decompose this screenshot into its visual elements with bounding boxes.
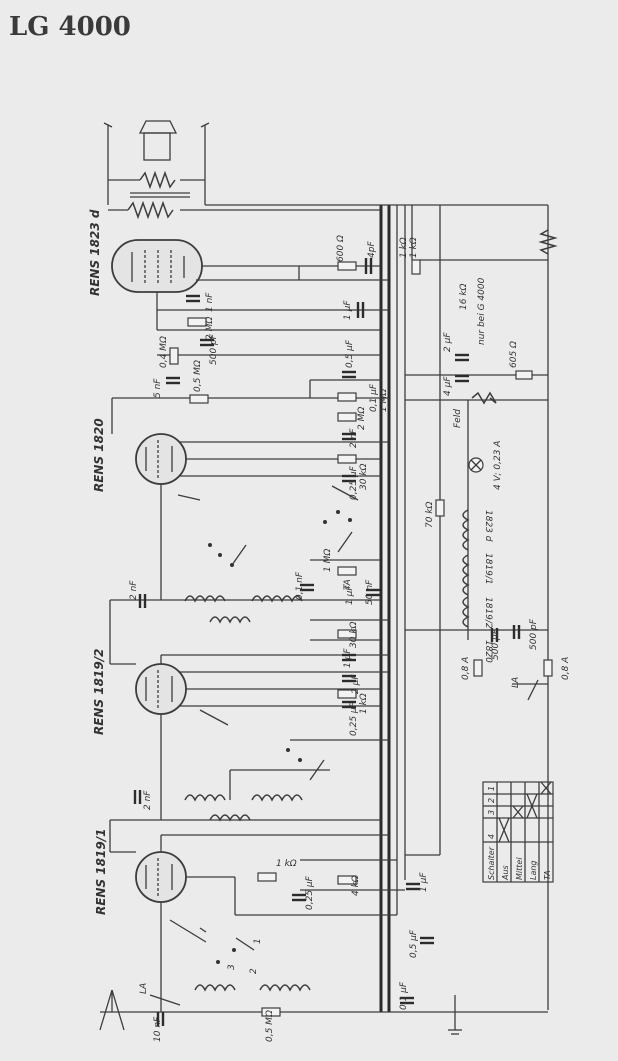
label-c-01uf-b: 0,1 μF bbox=[399, 981, 409, 1010]
label-ta: TA bbox=[343, 579, 353, 590]
switch-table-col-3: 3 bbox=[487, 810, 496, 815]
label-feld: Feld bbox=[453, 409, 463, 428]
label-r-2m-b: 2 MΩ bbox=[357, 407, 367, 430]
switch-table-row-mittel: Mittel bbox=[515, 857, 524, 880]
label-r-1k-b: 1 kΩ bbox=[409, 237, 419, 258]
output-transformer bbox=[108, 170, 381, 220]
label-sw-2: 2 bbox=[249, 968, 259, 974]
capacitors bbox=[133, 258, 521, 1026]
label-c-01nf: 0,1 nF bbox=[295, 571, 305, 600]
label-c-1uf-a: 1 μF bbox=[343, 300, 353, 320]
switch-table-col-1: 1 bbox=[487, 786, 496, 791]
label-la-b: LA bbox=[139, 983, 149, 994]
tube-rens-1819-2 bbox=[135, 663, 187, 715]
tube-rens-1823d bbox=[111, 239, 203, 293]
label-c-05uf-a: 0,5 μF bbox=[345, 339, 355, 368]
component-labels: 600 Ω 1 kΩ 1 kΩ 4pF 1 μF 1 nF 2 MΩ 500 p… bbox=[129, 235, 571, 1042]
label-c-2nf-c: 2 nF bbox=[143, 790, 153, 810]
switch-table-col-4: 4 bbox=[487, 834, 496, 839]
tube-label-1820: RENS 1820 bbox=[92, 418, 106, 492]
switch-table-col-2: 2 bbox=[487, 798, 496, 803]
label-c-1uf-b: 1 μF bbox=[345, 585, 355, 605]
label-r-16k: 16 kΩ bbox=[459, 283, 469, 310]
label-c-10nf: 10 nF bbox=[153, 1016, 163, 1042]
label-c-50nf: 50 nF bbox=[365, 579, 375, 605]
label-r-05m-b: 0,5 MΩ bbox=[265, 1010, 275, 1042]
label-c-2nf-b: 2 nF bbox=[129, 580, 139, 600]
label-c-1uf-d: 1 μF bbox=[419, 872, 429, 892]
tube-label-1823d: RENS 1823 d bbox=[88, 209, 102, 296]
label-c-2uf: 2 μF bbox=[351, 674, 361, 694]
tube-label-1819-2: RENS 1819/2 bbox=[92, 649, 106, 735]
label-r-1k-a: 1 kΩ bbox=[399, 237, 409, 258]
label-c-1uf-c: 1 μF bbox=[343, 648, 353, 668]
label-coil-1820: 1820 bbox=[483, 640, 493, 663]
switch-table-row-ta: TA bbox=[543, 870, 552, 880]
label-c-01uf: 0,1 μF bbox=[369, 383, 379, 412]
label-coil-1823: 1823 d bbox=[483, 510, 493, 542]
resistors bbox=[169, 259, 553, 1017]
label-c-1nf-a: 1 nF bbox=[205, 292, 215, 312]
label-c-4pf: 4pF bbox=[367, 241, 377, 258]
label-coil-1819-1: 1819/1 bbox=[483, 553, 493, 585]
label-r-600: 600 Ω bbox=[336, 235, 346, 262]
switch-table-header: Schalter bbox=[487, 846, 496, 880]
label-c-025uf-a: 0,25 μF bbox=[349, 465, 359, 500]
label-c-2nf-a: 2 nF bbox=[349, 428, 359, 448]
label-la-a: LA bbox=[511, 677, 521, 688]
label-fuse-b: 0,8 A bbox=[561, 657, 571, 680]
label-nur-bei: nur bei G 4000 bbox=[477, 277, 487, 345]
coils bbox=[184, 229, 558, 992]
label-c-500pf-a: 500 pF bbox=[209, 333, 219, 365]
label-c-025uf-c: 0,25 μF bbox=[305, 875, 315, 910]
speaker bbox=[103, 120, 210, 205]
label-r-70k: 70 kΩ bbox=[425, 501, 435, 528]
label-r-1m-b: 1 MΩ bbox=[323, 549, 333, 572]
ground-symbol bbox=[448, 995, 462, 1035]
label-lamp: 4 V; 0,23 A bbox=[493, 441, 503, 490]
label-fuse-a: 0,8 A bbox=[461, 657, 471, 680]
label-r-2m-a: 2 MΩ bbox=[205, 317, 215, 340]
label-r-1k-c: 1 kΩ bbox=[359, 693, 369, 714]
label-c-025uf-b: 0,25 μF bbox=[349, 701, 359, 736]
label-c-500uf: 500 μF bbox=[491, 628, 501, 660]
page-title: LG 4000 bbox=[9, 12, 131, 42]
label-sw-3: 3 bbox=[227, 964, 237, 970]
switches bbox=[208, 510, 548, 964]
label-r-05m-a: 0,5 MΩ bbox=[193, 360, 203, 392]
switch-table-row-aus: Aus bbox=[501, 865, 510, 881]
label-r-4k: 4 kΩ bbox=[351, 875, 361, 896]
tube-rens-1820 bbox=[135, 433, 187, 485]
label-coil-1819-2: 1819/2 bbox=[483, 597, 493, 629]
label-c-4uf: 4 μF bbox=[443, 376, 453, 396]
antenna bbox=[99, 989, 125, 1031]
label-r-30k-a: 30 kΩ bbox=[359, 463, 369, 490]
label-sw-1: 1 bbox=[253, 938, 263, 944]
label-c-5nf: 5 nF bbox=[153, 378, 163, 398]
label-c-05uf-b: 0,5 μF bbox=[409, 929, 419, 958]
label-r-605: 605 Ω bbox=[509, 341, 519, 368]
label-r-04m: 0,4 MΩ bbox=[159, 336, 169, 368]
switch-position-table: Schalter 1 2 3 4 Aus Mittel Lang TA bbox=[482, 781, 554, 883]
wiring bbox=[109, 205, 548, 1012]
tube-label-1819-1: RENS 1819/1 bbox=[94, 829, 108, 915]
tube-rens-1819-1 bbox=[135, 851, 187, 903]
label-r-1m-a: 1 MΩ bbox=[379, 389, 389, 412]
label-r-30k-b: 30 kΩ bbox=[349, 621, 359, 648]
label-r-1k-d: 1 kΩ bbox=[276, 859, 297, 869]
label-c-500pf-b: 500 pF bbox=[529, 618, 539, 650]
label-c-2uf-b: 2 μF bbox=[443, 332, 453, 352]
switch-table-row-lang: Lang bbox=[529, 860, 538, 880]
